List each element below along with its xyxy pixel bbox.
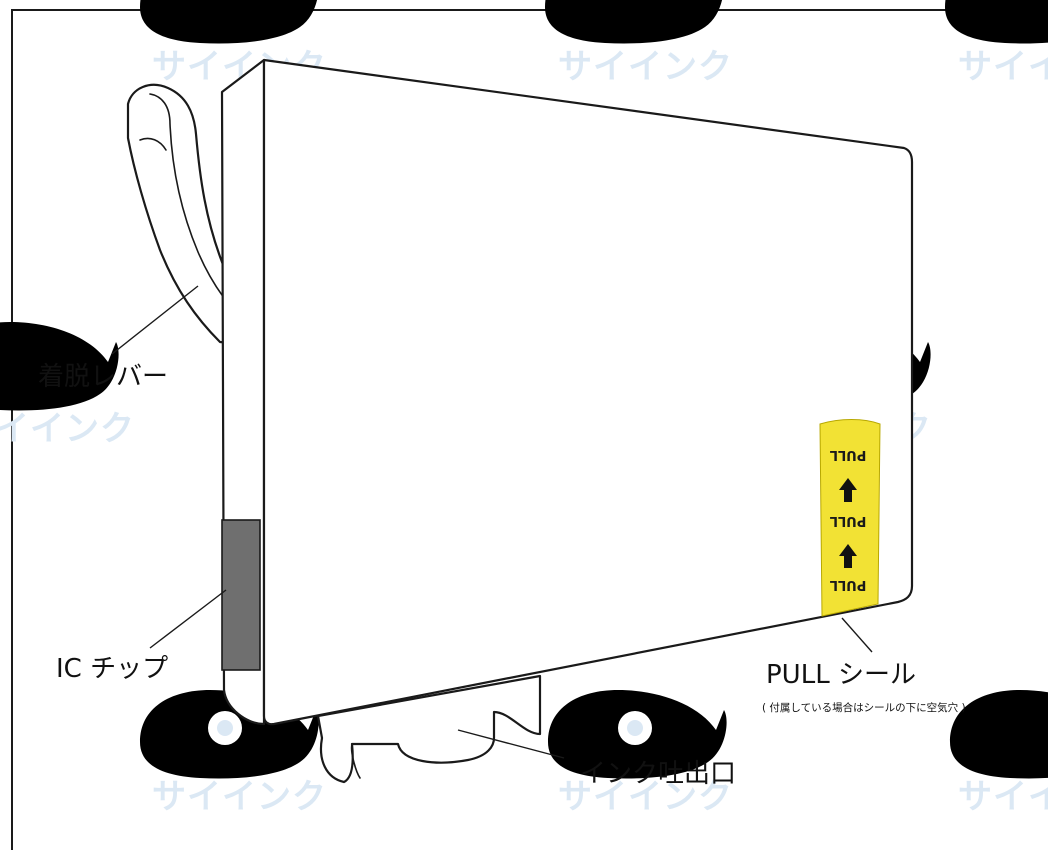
watermark-text: サイインク [0,409,135,449]
watermark-pupil [217,720,233,736]
pull-seal-leader-line [841,617,873,653]
diagram-frame [11,9,1048,850]
watermark-text: サイインク [152,777,327,817]
watermark-logo [945,0,1048,44]
ic-chip [221,519,261,671]
ink-outlet [316,674,542,784]
lever-leader-line [111,285,199,355]
pull-seal-strip [819,419,881,617]
ink-cartridge: PULL PULL PULL [126,58,914,784]
ink-outlet-label: インク吐出口 [580,759,736,789]
lever-fold-line [139,137,167,151]
up-arrow-icon [839,544,857,568]
ink-outlet-leader-line [457,729,565,759]
watermark-logo [140,0,319,44]
pull-strip-text: PULL [830,447,867,462]
outlet-detail [350,743,361,779]
ic-chip-label: IC チップ [56,654,168,684]
pull-strip-text: PULL [830,513,867,528]
cartridge-front [262,58,914,726]
watermark-logo [545,0,724,44]
lever-inner-edge [149,93,255,331]
watermark-text: サイインク [558,47,733,87]
watermark-text: サイインク [958,777,1048,817]
pull-seal-label: PULL シール [766,660,916,690]
pull-strip-text: PULL [830,577,867,592]
watermark-text: サイインク [558,777,733,817]
pull-seal-note: ( 付属している場合はシールの下に空気穴 ) [762,701,966,714]
lever-label: 着脱レバー [38,362,168,392]
watermark-text: サイインク [958,47,1048,87]
watermark-pupil [627,720,643,736]
up-arrow-icon [839,478,857,502]
ic-chip-leader-line [149,589,227,649]
